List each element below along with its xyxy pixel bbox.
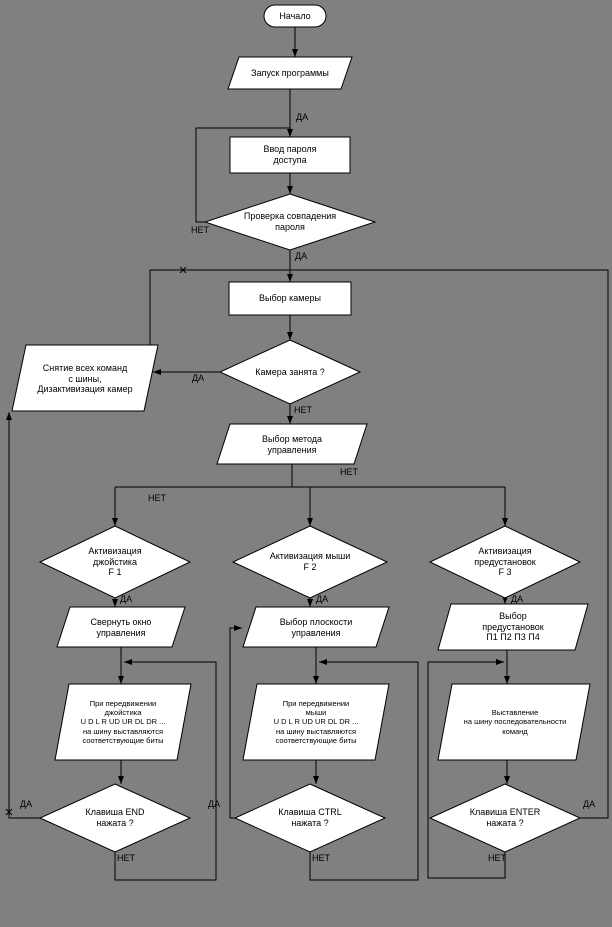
label-no-end: НЕТ (117, 853, 135, 863)
node-plane-select-label: Выбор плоскости управления (279, 617, 353, 638)
label-no-f1: НЕТ (148, 493, 166, 503)
node-ctrl-pressed-shape (233, 783, 387, 853)
node-plane-select-shape (242, 606, 390, 648)
edge-ctrl-no-loop (309, 659, 419, 881)
node-method-select-shape (216, 423, 368, 465)
label-no-password-check: НЕТ (191, 225, 209, 235)
node-launch-label: Запуск программы (251, 67, 329, 78)
node-password-check-label: Проверка совпадения пароля (243, 211, 337, 232)
node-mouse-activate-shape (231, 525, 389, 599)
connectors (5, 27, 609, 881)
label-yes-f3: ДА (511, 594, 524, 604)
node-joystick-bits-shape (54, 683, 192, 761)
node-minimize-window-label: Свернуть окно управления (90, 617, 152, 638)
node-method-select-label: Выбор метода управления (261, 434, 323, 455)
node-end-pressed-shape (38, 783, 192, 853)
label-no-f2: НЕТ (340, 467, 358, 477)
node-start-shape (263, 4, 327, 28)
label-yes-end: ДА (20, 799, 33, 809)
node-end-pressed-label: Клавиша END нажата ? (85, 807, 145, 828)
label-yes-password-entry: ДА (296, 112, 309, 122)
node-send-commands-label: Выставление на шину последовательности к… (463, 707, 567, 736)
node-presets-activate-shape (428, 525, 582, 599)
label-yes-ctrl: ДА (208, 799, 221, 809)
junction-x-icon (179, 266, 187, 274)
node-presets-activate-label: Активизация предустановок F 3 (474, 546, 536, 578)
label-no-enter: НЕТ (488, 853, 506, 863)
node-presets-select-label: Выбор предустановок П1 П2 П3 П4 (482, 611, 544, 643)
label-yes-camera-busy: ДА (192, 373, 205, 383)
label-yes-password-check: ДА (295, 251, 308, 261)
node-mouse-bits-label: При передвижении мыши U D L R UD UR DL D… (273, 698, 359, 746)
label-no-ctrl: НЕТ (312, 853, 330, 863)
node-password-entry-label: Ввод пароля доступа (263, 144, 317, 165)
edge-passwordcheck-no-loop (195, 127, 290, 223)
node-joystick-activate-shape (38, 525, 192, 599)
node-camera-busy-shape (218, 339, 362, 405)
node-camera-select-label: Выбор камеры (259, 293, 321, 304)
edge-clearcommands-feedback (149, 269, 183, 345)
node-presets-select-shape (437, 603, 589, 651)
node-clear-commands-label: Снятие всех команд с шины, Дизактивизаци… (37, 363, 133, 395)
node-ctrl-pressed-label: Клавиша CTRL нажата ? (278, 807, 342, 828)
edge-end-yes-loop (6, 412, 40, 819)
node-mouse-activate-label: Активизация мыши F 2 (269, 551, 351, 572)
node-send-commands-shape (437, 683, 591, 761)
node-password-check-shape (203, 193, 377, 251)
node-password-entry-shape (229, 136, 351, 174)
node-minimize-window-shape (56, 606, 186, 648)
edge-ctrl-yes-loop (229, 625, 242, 819)
label-yes-f1: ДА (120, 594, 133, 604)
label-yes-f2: ДА (316, 594, 329, 604)
edge-enter-no-loop (427, 659, 506, 879)
node-camera-busy-label: Камера занята ? (255, 366, 325, 377)
node-shapes (11, 4, 591, 853)
junction-x-icon (5, 808, 13, 816)
edge-enter-yes-feedback (183, 269, 609, 819)
node-clear-commands-shape (11, 344, 159, 412)
node-joystick-bits-label: При передвижении джойстика U D L R UD UR… (80, 698, 166, 746)
label-no-camera-busy: НЕТ (294, 405, 312, 415)
node-camera-select-shape (228, 281, 352, 316)
node-start-label: Начало (279, 10, 311, 21)
edge-end-no-loop (114, 659, 217, 881)
node-mouse-bits-shape (242, 683, 390, 761)
label-yes-enter: ДА (583, 799, 596, 809)
node-enter-pressed-label: Клавиша ENTER нажата ? (469, 807, 541, 828)
node-launch-shape (227, 56, 353, 90)
node-joystick-activate-label: Активизация джойстика F 1 (88, 546, 142, 578)
node-enter-pressed-shape (428, 783, 582, 853)
